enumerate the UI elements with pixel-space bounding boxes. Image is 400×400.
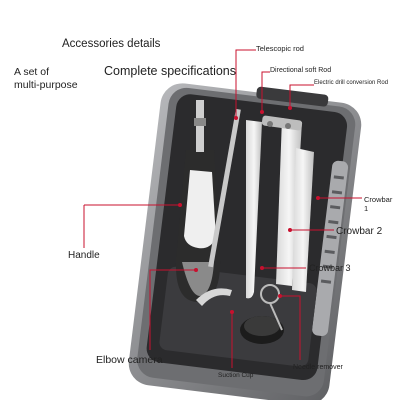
elbow-camera-shape (196, 288, 232, 306)
set-description: A set of multi-purpose (14, 66, 78, 92)
tool-case (128, 83, 362, 400)
label-elbow-camera: Elbow camera (96, 354, 163, 366)
label-crowbar-1-word: Crowbar (364, 195, 393, 204)
leader-lines (83, 49, 362, 368)
label-needle-remover: Needle remover (293, 364, 343, 371)
label-suction-cup: Suction Cup (218, 372, 254, 379)
suction-cup-shape (240, 316, 284, 344)
bit-holders (261, 115, 303, 131)
label-directional-soft-rod: Directional soft Rod (270, 67, 332, 74)
complete-specifications-heading: Complete specifications (104, 64, 237, 78)
label-crowbar-1: Crowbar 1 (364, 195, 392, 213)
needle-remover-shape (260, 284, 283, 331)
label-telescopic-rod: Telescopic rod (256, 44, 304, 53)
label-crowbar-3: Crowbar 3 (309, 263, 351, 273)
label-crowbar-2: Crowbar 2 (336, 226, 383, 237)
label-electric-drill-rod: Electric drill conversion Rod (314, 80, 389, 86)
label-crowbar-1-num: 1 (364, 204, 369, 213)
accessories-details-heading: Accessories details (62, 38, 161, 50)
telescopic-rod-shape (208, 108, 241, 268)
label-handle: Handle (68, 250, 100, 261)
set-description-line-2: multi-purpose (14, 79, 78, 91)
set-description-line-1: A set of (14, 66, 50, 78)
crowbars (246, 118, 314, 299)
